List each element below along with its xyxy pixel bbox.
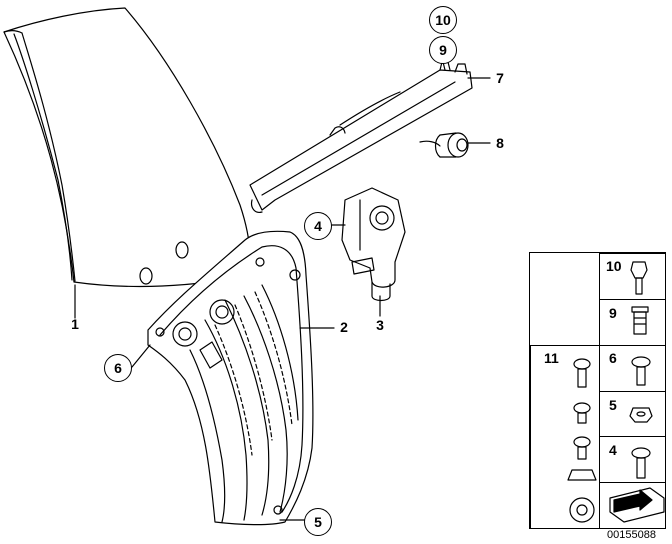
callout-1: 1 — [71, 316, 79, 332]
callout-10: 10 — [429, 6, 457, 34]
callout-8: 8 — [496, 135, 504, 151]
callout-7: 7 — [496, 70, 504, 86]
leader-lines — [74, 61, 491, 521]
table-num-6: 6 — [609, 350, 617, 366]
table-cell-11 — [530, 345, 600, 529]
table-cell-arrow — [599, 482, 666, 529]
roller-part — [419, 132, 469, 158]
table-num-5: 5 — [609, 397, 617, 413]
window-regulator-part — [147, 230, 314, 526]
callout-4: 4 — [304, 212, 332, 240]
callout-3: 3 — [376, 317, 384, 333]
window-motor-part — [341, 187, 406, 302]
guide-rail-part — [249, 61, 473, 213]
table-num-10: 10 — [606, 258, 622, 274]
callout-5: 5 — [304, 508, 332, 536]
callout-2: 2 — [340, 319, 348, 335]
table-num-9: 9 — [609, 305, 617, 321]
table-num-11: 11 — [544, 350, 559, 366]
window-glass-part — [3, 7, 251, 288]
fastener-illustrations — [567, 261, 665, 523]
fastener-parts-table — [529, 252, 666, 529]
callout-6: 6 — [104, 354, 132, 382]
diagram-code: 00155088 — [607, 529, 656, 541]
table-num-4: 4 — [609, 442, 617, 458]
callout-9: 9 — [429, 36, 457, 64]
